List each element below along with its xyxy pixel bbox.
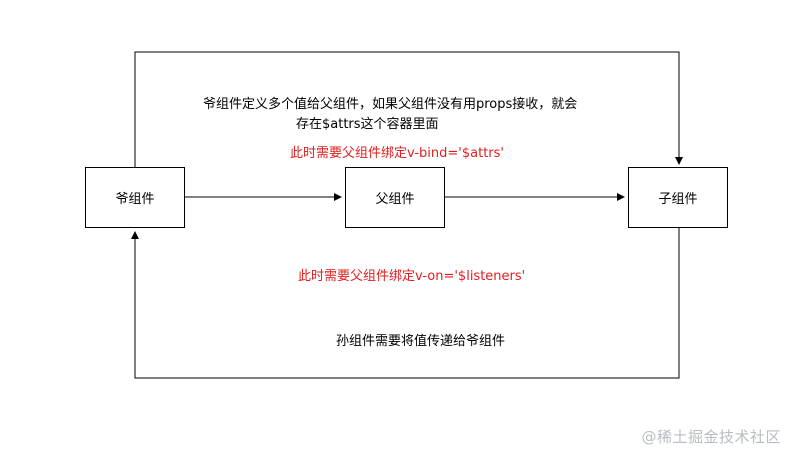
node-grandparent[interactable]: 爷组件 <box>85 167 185 228</box>
label-attrs-line1: 爷组件定义多个值给父组件，如果父组件没有用props接收，就会 <box>203 97 578 112</box>
node-child[interactable]: 子组件 <box>628 167 728 228</box>
edge-child-to-grandparent <box>131 228 680 379</box>
label-bind-attrs: 此时需要父组件绑定v-bind='$attrs' <box>290 146 504 161</box>
label-bind-listeners: 此时需要父组件绑定v-on='$listeners' <box>298 269 526 284</box>
label-child-to-grand: 孙组件需要将值传递给爷组件 <box>336 334 506 349</box>
edge-grandparent-to-child <box>134 51 683 167</box>
watermark: @稀土掘金技术社区 <box>641 428 781 446</box>
node-parent[interactable]: 父组件 <box>345 167 445 228</box>
label-attrs-line2: 存在$attrs这个容器里面 <box>296 117 439 132</box>
